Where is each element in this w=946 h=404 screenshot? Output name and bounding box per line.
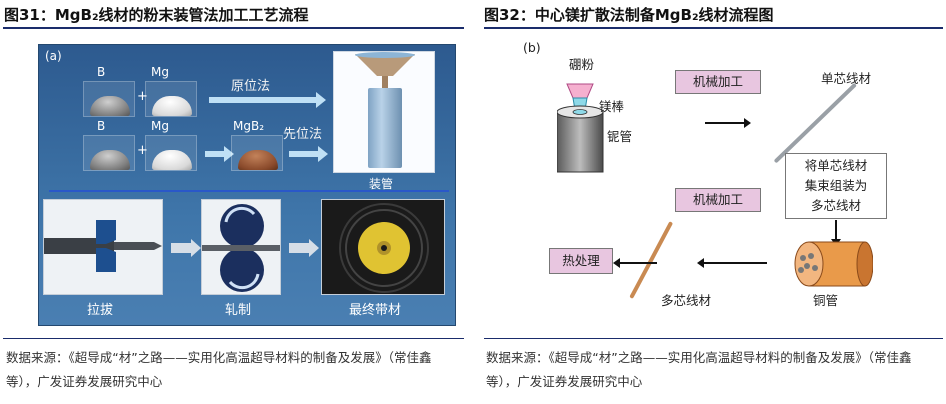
plus-sign: + xyxy=(137,89,148,104)
boron-label: B xyxy=(97,65,106,79)
divider-line xyxy=(49,190,449,192)
billet-icon xyxy=(557,83,604,173)
final-tape-illustration xyxy=(321,199,445,295)
tape-spool-icon xyxy=(322,200,444,294)
magnesium-label: Mg xyxy=(151,65,169,79)
tube-caption: 装管 xyxy=(369,177,394,191)
boron-label-2: B xyxy=(97,119,106,133)
bottom-rule xyxy=(3,338,464,339)
boron-powder-icon xyxy=(90,96,130,116)
funnel-stem xyxy=(382,76,388,88)
boron-powder-label: 硼粉 xyxy=(569,57,595,72)
copper-tube-icon xyxy=(794,241,873,287)
ex-situ-label: 先位法 xyxy=(283,127,323,142)
metal-tube-icon xyxy=(368,88,402,168)
drawing-die-icon xyxy=(44,200,162,294)
figure-31-title: 图31：MgB₂线材的粉末装管法加工工艺流程 xyxy=(4,6,309,24)
mono-wire-label: 单芯线材 xyxy=(821,71,872,86)
magnesium-label-2: Mg xyxy=(151,119,169,133)
rolling-illustration xyxy=(201,199,281,295)
boron-sample-2 xyxy=(83,135,135,171)
copper-tube-label: 铜管 xyxy=(813,293,839,308)
multi-wire-rod xyxy=(629,221,674,299)
title-rule xyxy=(3,27,464,29)
rolling-mill-icon xyxy=(202,200,280,294)
boron-sample xyxy=(83,81,135,117)
magnesium-sample xyxy=(145,81,197,117)
in-situ-label: 原位法 xyxy=(231,79,271,94)
bottom-rule xyxy=(484,338,943,339)
machining-step-1: 机械加工 xyxy=(675,70,761,94)
magnesium-powder-icon xyxy=(152,96,192,116)
multi-wire-label: 多芯线材 xyxy=(661,293,712,308)
figure-32-source: 数据来源：《超导成“材”之路——实用化高温超导材料的制备及发展》（常佳鑫等），广… xyxy=(486,350,912,389)
machining-step-2: 机械加工 xyxy=(675,188,761,212)
reaction-arrow xyxy=(205,146,234,162)
stage-rolling-label: 轧制 xyxy=(225,303,252,318)
magnesium-sample-2 xyxy=(145,135,197,171)
funnel-icon xyxy=(355,54,415,76)
plus-sign-2: + xyxy=(137,143,148,158)
stage-drawing-label: 拉拔 xyxy=(87,303,114,318)
funnel-rim xyxy=(355,52,415,58)
mgb2-label: MgB₂ xyxy=(233,119,265,133)
panel-tag: (b) xyxy=(523,40,541,55)
figure-31-source: 数据来源：《超导成“材”之路——实用化高温超导材料的制备及发展》（常佳鑫等），广… xyxy=(6,350,432,389)
mono-wire-rod xyxy=(773,82,857,164)
mgb2-powder-icon xyxy=(238,150,278,170)
powder-in-tube-diagram: (a) B Mg + 原位法 B Mg + MgB₂ 先位法 装管 xyxy=(38,44,456,326)
panel-tag: (a) xyxy=(45,49,62,63)
bundle-line-2: 集束组装为 xyxy=(804,178,868,193)
bundle-line-1: 将单芯线材 xyxy=(804,158,868,173)
nb-tube-label: 铌管 xyxy=(607,129,633,144)
arrow-to-heat xyxy=(613,258,657,268)
arrow-to-multi xyxy=(697,258,767,268)
tube-filling-illustration xyxy=(333,51,435,173)
stage-arrow-2 xyxy=(289,239,319,257)
ex-situ-arrow xyxy=(289,146,328,162)
mg-diffusion-flowchart: (b) 硼粉 镁棒 铌管 机械加工 单芯线材 将单芯线材 集束组装为 多芯线材 … xyxy=(523,40,921,310)
arrow-to-mono xyxy=(705,118,751,128)
stage-arrow-1 xyxy=(171,239,201,257)
mg-rod-label: 镁棒 xyxy=(599,99,625,114)
drawing-illustration xyxy=(43,199,163,295)
heat-treatment-step: 热处理 xyxy=(549,248,613,274)
stage-final-label: 最终带材 xyxy=(349,303,402,318)
bundle-line-3: 多芯线材 xyxy=(810,198,861,213)
mgb2-sample xyxy=(231,135,283,171)
title-rule xyxy=(484,27,943,29)
in-situ-arrow xyxy=(209,92,326,108)
magnesium-powder-icon xyxy=(152,150,192,170)
figure-32-title: 图32：中心镁扩散法制备MgB₂线材流程图 xyxy=(484,6,774,24)
bundle-step: 将单芯线材 集束组装为 多芯线材 xyxy=(785,153,887,219)
boron-powder-icon xyxy=(90,150,130,170)
